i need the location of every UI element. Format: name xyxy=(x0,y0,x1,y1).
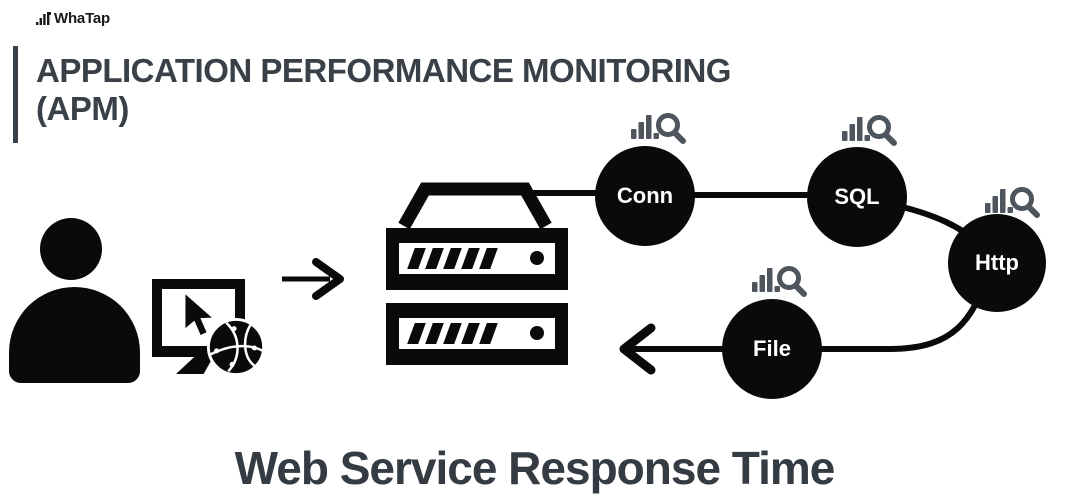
node-file: File xyxy=(722,299,822,399)
server-led xyxy=(530,326,544,340)
node-conn-label: Conn xyxy=(616,183,674,208)
page-title-line1: APPLICATION PERFORMANCE MONITORING xyxy=(36,52,731,89)
title-accent-bar xyxy=(13,46,18,143)
whatap-logo-icon xyxy=(36,11,51,25)
cursor-icon xyxy=(185,294,212,335)
node-http-label: Http xyxy=(975,250,1019,275)
page-title: APPLICATION PERFORMANCE MONITORING (APM) xyxy=(36,52,731,128)
user-body xyxy=(9,287,140,383)
server-top-handle xyxy=(398,182,552,230)
return-arrowhead-icon xyxy=(619,323,656,375)
node-http: Http xyxy=(948,214,1046,312)
server-vents xyxy=(407,248,498,269)
whatap-logo: WhaTap xyxy=(36,10,110,27)
server-panel-top xyxy=(399,243,555,274)
metric-search-icon xyxy=(985,187,1040,218)
metric-search-icon xyxy=(842,115,897,146)
node-conn: Conn xyxy=(595,146,695,246)
globe-icon xyxy=(206,317,266,377)
page-title-line2: (APM) xyxy=(36,90,129,127)
whatap-logo-text: WhaTap xyxy=(54,10,111,27)
server-vents xyxy=(407,323,498,344)
server-led xyxy=(530,251,544,265)
server-panel-bottom xyxy=(399,318,555,349)
user-head xyxy=(40,218,102,280)
node-sql-label: SQL xyxy=(834,184,880,209)
node-sql: SQL xyxy=(807,147,907,247)
caption: Web Service Response Time xyxy=(234,442,836,494)
request-arrow-icon xyxy=(282,258,344,300)
metric-search-icon xyxy=(631,113,686,144)
node-file-label: File xyxy=(753,336,791,361)
metric-search-icon xyxy=(752,266,807,297)
